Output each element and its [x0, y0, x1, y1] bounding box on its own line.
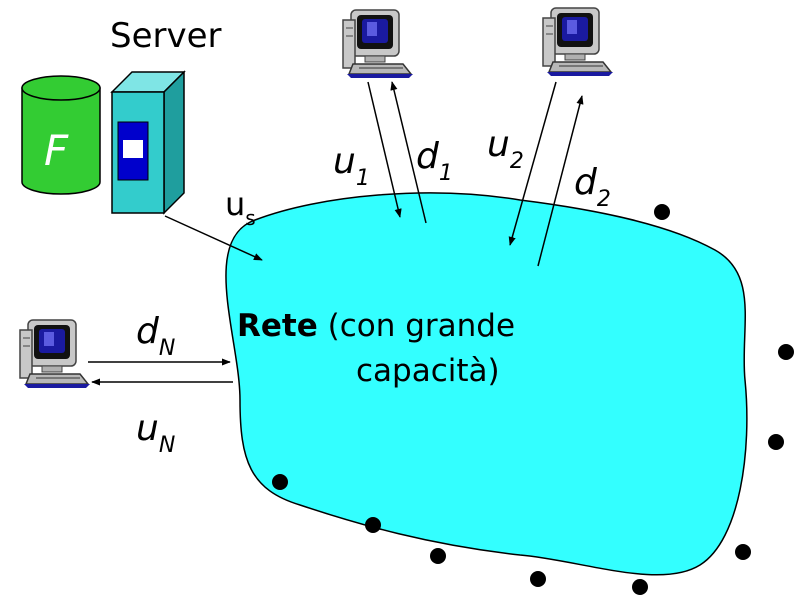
peer-dot	[768, 434, 784, 450]
peerN-upload-label: uN	[136, 408, 175, 458]
peer1-upload-arrow	[367, 81, 402, 218]
network-label-line1: Rete (con grande	[237, 308, 515, 344]
peer-dot	[632, 579, 648, 595]
peer2-download-arrow	[537, 95, 584, 267]
server-upload-arrow	[164, 215, 263, 261]
server-icon	[110, 70, 186, 215]
peer2-download-label: d2	[574, 162, 611, 212]
database-cylinder-icon: F	[21, 75, 101, 195]
network-cloud	[225, 192, 748, 576]
desktop-computer-icon	[342, 9, 414, 79]
file-label: F	[44, 126, 69, 175]
peer-dot	[778, 344, 794, 360]
server-title: Server	[110, 16, 222, 56]
peer-dot	[272, 474, 288, 490]
server-upload-label: us	[225, 185, 256, 230]
peer1-upload-label: u1	[333, 141, 370, 191]
peer-dot	[430, 548, 446, 564]
peer-dot	[654, 204, 670, 220]
peer1-download-arrow	[390, 81, 427, 224]
network-label-line2: capacità)	[356, 353, 500, 389]
peer2-upload-label: u2	[487, 124, 524, 174]
desktop-computer-icon	[542, 7, 614, 77]
peer2-upload-arrow	[508, 81, 557, 246]
peer-dot	[365, 517, 381, 533]
peer-dot	[530, 571, 546, 587]
desktop-computer-icon	[19, 319, 91, 389]
additional-peers-dots	[272, 204, 794, 595]
peer-dot	[735, 544, 751, 560]
peer1-download-label: d1	[416, 136, 453, 186]
peerN-download-label: dN	[136, 311, 175, 361]
